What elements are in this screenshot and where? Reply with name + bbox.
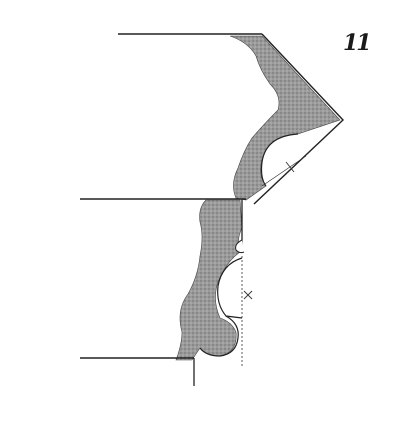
upper-cove-arc [260, 133, 299, 187]
upper-molding-section [118, 33, 344, 205]
lower-cove-arc [217, 257, 243, 319]
lower-bead-notch [235, 239, 245, 254]
upper-construction-line [261, 155, 307, 187]
figure-number: 11 [343, 30, 372, 56]
lower-torus-outline [199, 315, 239, 357]
upper-outer-edge [253, 33, 344, 205]
upper-cross-mark [285, 161, 295, 173]
lower-cross-mark-b [243, 290, 253, 300]
lower-molding-section [80, 198, 253, 386]
